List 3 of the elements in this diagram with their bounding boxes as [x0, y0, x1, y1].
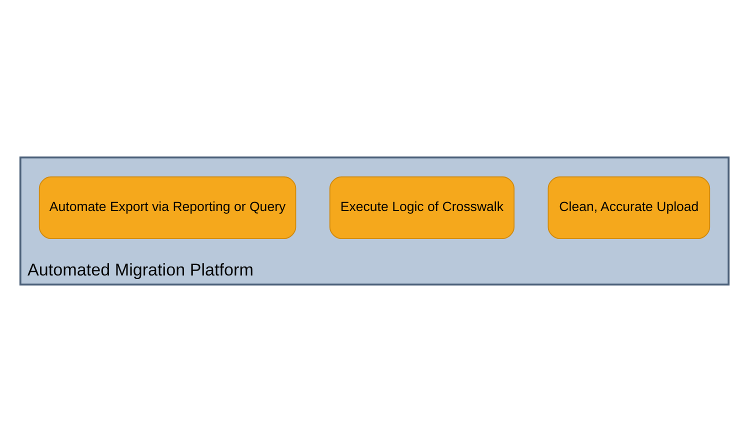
node-box: Execute Logic of Crosswalk [329, 176, 515, 239]
node-box: Automate Export via Reporting or Query [38, 176, 296, 239]
node-box: Clean, Accurate Upload [548, 176, 710, 239]
